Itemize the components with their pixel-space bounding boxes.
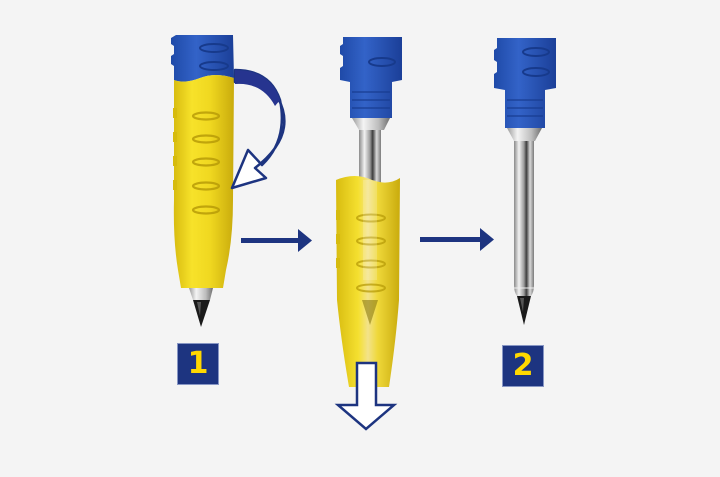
step-number: 1	[187, 346, 209, 381]
step-arrow-2-icon	[420, 228, 494, 251]
metal-collar	[352, 118, 390, 130]
pencil-without-grip	[494, 38, 556, 325]
metal-shaft	[514, 141, 534, 296]
sleeve-sliding-off	[336, 37, 402, 387]
lead-tip	[193, 300, 210, 327]
lead-tip	[517, 296, 531, 325]
step-arrow-1-icon	[241, 238, 301, 243]
grip-sleeve	[336, 176, 400, 387]
pull-down-arrow-icon	[334, 361, 398, 431]
pencil-cap	[494, 38, 556, 128]
twist-arrow-icon	[230, 68, 286, 190]
pencil-cap	[340, 37, 402, 118]
step-number: 2	[512, 348, 534, 383]
step-badge-1: 1	[177, 343, 219, 385]
metal-collar	[507, 128, 542, 141]
metal-shaft	[359, 130, 381, 190]
step-arrow-1-head	[298, 229, 312, 252]
grip-ribs	[191, 111, 221, 215]
pencil-cap	[171, 35, 234, 82]
metal-tip	[189, 288, 213, 300]
side-notches	[173, 108, 177, 190]
pencil-with-grip	[171, 35, 234, 327]
step-badge-2: 2	[502, 345, 544, 387]
